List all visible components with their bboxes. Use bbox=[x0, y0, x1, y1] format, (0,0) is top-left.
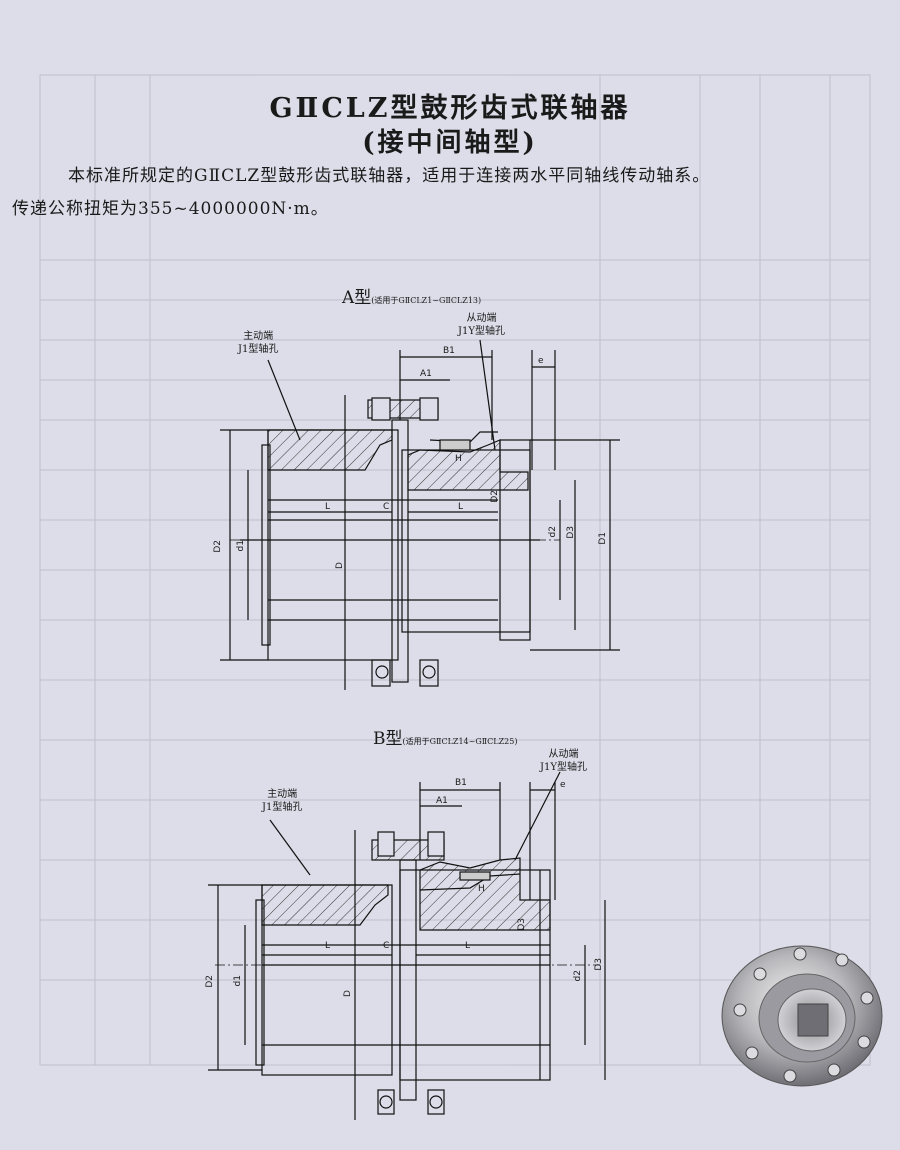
diagram-b-dim-C: C bbox=[383, 941, 390, 951]
diagram-b-dim-D3: D3 bbox=[594, 958, 604, 971]
diagram-b-driven-end-label: 从动端 bbox=[548, 749, 579, 760]
diagram-b-driven-bore-label: J1Y型轴孔 bbox=[540, 762, 587, 773]
intro-line-1: 本标准所规定的GⅡCLZ型鼓形齿式联轴器，适用于连接两水平同轴线传动轴系。 bbox=[68, 166, 711, 186]
diagram-b-driving-bore-label: J1型轴孔 bbox=[262, 802, 303, 813]
diagram-b-dim-D: D bbox=[343, 990, 353, 997]
diagram-b-dim-H: H bbox=[478, 884, 485, 894]
diagram-b-dim-L-right: L bbox=[465, 941, 471, 951]
diagram-b-dim-B1: B1 bbox=[455, 778, 467, 788]
diagram-a-applies-to: (适用于GⅡCLZ1~GⅡCLZ13) bbox=[371, 296, 482, 305]
diagram-a-dim-e: e bbox=[538, 356, 544, 366]
diagram-b-heading: B型(适用于GⅡCLZ14~GⅡCLZ25) bbox=[373, 724, 517, 749]
diagram-a-driving-bore-label: J1型轴孔 bbox=[238, 344, 279, 355]
intro-line-2: 传递公称扭矩为355~4000000N·m。 bbox=[12, 199, 329, 219]
diagram-a-driven-bore-label: J1Y型轴孔 bbox=[458, 326, 505, 337]
intro-paragraph: 本标准所规定的GⅡCLZ型鼓形齿式联轴器，适用于连接两水平同轴线传动轴系。 传递… bbox=[12, 160, 892, 226]
diagram-b-dim-A1: A1 bbox=[436, 796, 448, 806]
diagram-a-dim-H: H bbox=[455, 454, 462, 464]
diagram-a-driving-callout: 主动端 J1型轴孔 bbox=[238, 330, 278, 356]
diagram-a-type-label: A型 bbox=[342, 288, 372, 308]
diagram-a-heading: A型(适用于GⅡCLZ1~GⅡCLZ13) bbox=[342, 283, 481, 308]
diagram-b-driven-callout: 从动端 J1Y型轴孔 bbox=[540, 748, 587, 774]
diagram-b-driving-end-label: 主动端 bbox=[267, 789, 298, 800]
diagram-a-dim-C: C bbox=[383, 502, 390, 512]
document-title: GⅡCLZ型鼓形齿式联轴器 bbox=[269, 93, 631, 124]
diagram-b-dim-d1: d1 bbox=[233, 975, 243, 987]
diagram-a-driven-callout: 从动端 J1Y型轴孔 bbox=[458, 312, 505, 338]
diagram-a-dim-A1: A1 bbox=[420, 369, 432, 379]
diagram-b-dim-e: e bbox=[560, 780, 566, 790]
diagram-a-dim-L-left: L bbox=[325, 502, 331, 512]
diagram-b-applies-to: (适用于GⅡCLZ14~GⅡCLZ25) bbox=[402, 737, 518, 746]
coupling-photo bbox=[721, 945, 883, 1087]
diagram-a-driven-end-label: 从动端 bbox=[466, 313, 497, 324]
diagram-a-dim-B1: B1 bbox=[443, 346, 455, 356]
diagram-b-dim-d2: d2 bbox=[573, 970, 583, 982]
diagram-b-type-label: B型 bbox=[373, 729, 403, 749]
diagram-a-dim-L-right: L bbox=[458, 502, 464, 512]
diagram-b-driving-callout: 主动端 J1型轴孔 bbox=[262, 788, 302, 814]
document-subtitle: (接中间轴型) bbox=[362, 128, 538, 158]
show-through-table bbox=[39, 74, 871, 1066]
diagram-a-driving-end-label: 主动端 bbox=[243, 331, 274, 342]
diagram-b-dim-D3-upper: D3 bbox=[517, 918, 527, 931]
diagram-b-dim-L-left: L bbox=[325, 941, 331, 951]
diagram-b-dim-D2: D2 bbox=[205, 975, 215, 988]
